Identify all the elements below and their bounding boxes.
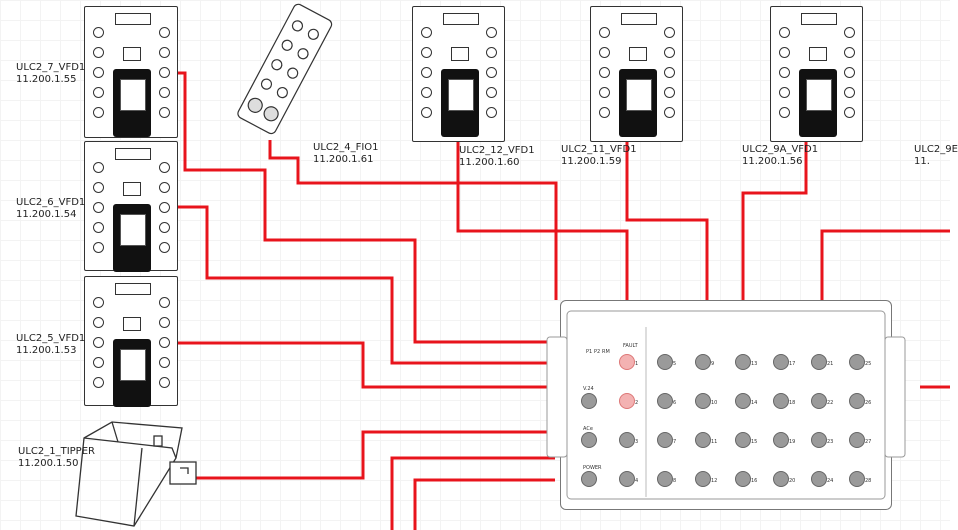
port-2[interactable] bbox=[619, 393, 635, 409]
port-23[interactable] bbox=[811, 432, 827, 448]
wire-vfd9a bbox=[741, 140, 808, 300]
port-27[interactable] bbox=[849, 432, 865, 448]
wire-tipper bbox=[176, 430, 555, 480]
wire-vfd11 bbox=[625, 140, 709, 300]
port-1[interactable] bbox=[619, 354, 635, 370]
port-10[interactable] bbox=[695, 393, 711, 409]
port-15[interactable] bbox=[735, 432, 751, 448]
port-label-v24: V.24 bbox=[583, 386, 594, 392]
port-13[interactable] bbox=[735, 354, 751, 370]
vfd-body bbox=[113, 69, 151, 137]
port-17[interactable] bbox=[773, 354, 789, 370]
wire-bottom1 bbox=[390, 456, 555, 530]
port-label-power: POWER bbox=[583, 465, 602, 471]
led-label-p2: P2 bbox=[594, 349, 601, 355]
led-label-rm: RM bbox=[602, 349, 610, 355]
port-25[interactable] bbox=[849, 354, 865, 370]
wire-fio4 bbox=[268, 140, 558, 300]
device-vfd11[interactable] bbox=[590, 6, 683, 142]
led-label-p1: P1 bbox=[586, 349, 593, 355]
wire-vfd6 bbox=[176, 205, 555, 365]
port-24[interactable] bbox=[811, 471, 827, 487]
port-28[interactable] bbox=[849, 471, 865, 487]
port-26[interactable] bbox=[849, 393, 865, 409]
led-label-fault: FAULT bbox=[623, 343, 638, 349]
port-8[interactable] bbox=[657, 471, 673, 487]
port-22[interactable] bbox=[811, 393, 827, 409]
port-12[interactable] bbox=[695, 471, 711, 487]
device-vfd5[interactable] bbox=[84, 276, 178, 407]
port-20[interactable] bbox=[773, 471, 789, 487]
port-4[interactable] bbox=[619, 471, 635, 487]
port-19[interactable] bbox=[773, 432, 789, 448]
port-6[interactable] bbox=[657, 393, 673, 409]
port-ace[interactable] bbox=[581, 432, 597, 448]
wire-vfd12 bbox=[456, 140, 629, 300]
switch-outline bbox=[546, 310, 906, 500]
wire-bottom2 bbox=[413, 478, 555, 530]
wire-vfd5 bbox=[176, 341, 555, 389]
device-vfd12[interactable] bbox=[412, 6, 505, 142]
device-fio4[interactable] bbox=[232, 2, 333, 142]
device-vfd6[interactable] bbox=[84, 141, 178, 272]
port-16[interactable] bbox=[735, 471, 751, 487]
port-power[interactable] bbox=[581, 471, 597, 487]
port-11[interactable] bbox=[695, 432, 711, 448]
port-label-ace: ACe bbox=[583, 426, 593, 432]
port-7[interactable] bbox=[657, 432, 673, 448]
connector-cap bbox=[115, 13, 151, 25]
wire-vfd7 bbox=[176, 71, 555, 344]
port-v24[interactable] bbox=[581, 393, 597, 409]
wire-vfd9b bbox=[820, 229, 950, 300]
device-tipper[interactable] bbox=[72, 418, 202, 530]
network-switch[interactable]: P1 P2 RM FAULT V.24 ACe POWER 1 2 3 4 5 … bbox=[546, 300, 906, 510]
port-14[interactable] bbox=[735, 393, 751, 409]
device-vfd9a[interactable] bbox=[770, 6, 863, 142]
port-3[interactable] bbox=[619, 432, 635, 448]
port-18[interactable] bbox=[773, 393, 789, 409]
port-9[interactable] bbox=[695, 354, 711, 370]
port-21[interactable] bbox=[811, 354, 827, 370]
device-vfd7[interactable] bbox=[84, 6, 178, 138]
port-5[interactable] bbox=[657, 354, 673, 370]
